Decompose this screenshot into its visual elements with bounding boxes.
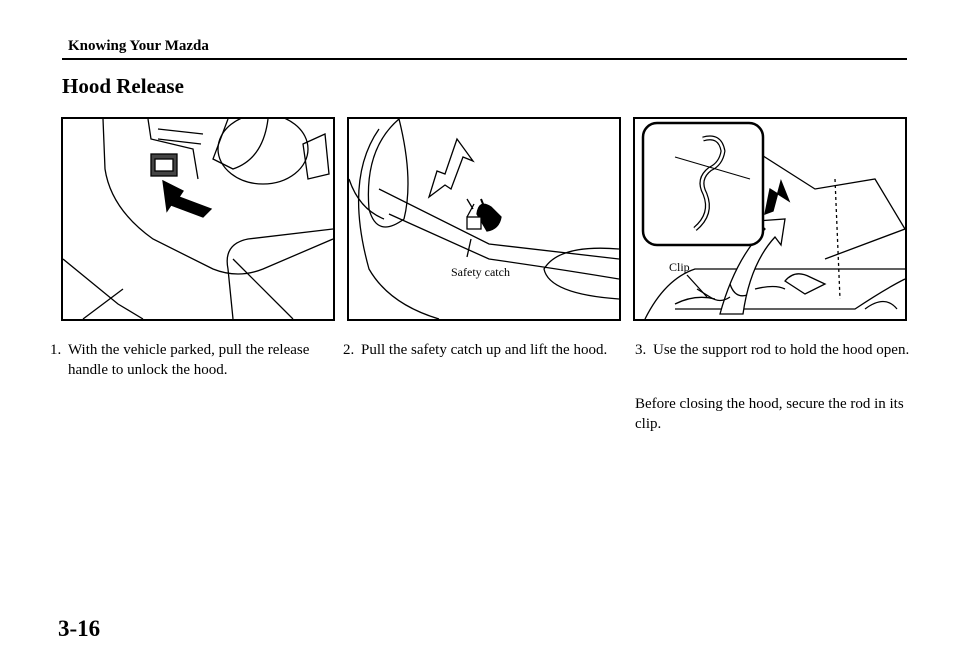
release-handle-illustration — [61, 117, 335, 321]
page-title: Hood Release — [62, 74, 184, 98]
section-header: Knowing Your Mazda — [68, 38, 209, 54]
step-1-number: 1. — [50, 342, 62, 358]
step-1-text: With the vehicle parked, pull the releas… — [68, 342, 310, 378]
step-3-text: Use the support rod to hold the hood ope… — [653, 342, 910, 358]
step-2: 2. Pull the safety catch up and lift the… — [343, 340, 623, 360]
step-2-text: Pull the safety catch up and lift the ho… — [361, 342, 608, 358]
step-2-number: 2. — [343, 342, 355, 358]
step-3: 3. Use the support rod to hold the hood … — [635, 340, 915, 360]
page-number: 3-16 — [58, 616, 101, 641]
closing-note: Before closing the hood, secure the rod … — [635, 396, 904, 432]
support-rod-illustration: Clip — [633, 117, 907, 321]
step-1: 1. With the vehicle parked, pull the rel… — [50, 340, 330, 380]
clip-label: Clip — [669, 260, 690, 274]
step-3-number: 3. — [635, 342, 647, 358]
header-rule — [62, 58, 907, 60]
safety-catch-label: Safety catch — [451, 265, 510, 279]
safety-catch-illustration: Safety catch — [347, 117, 621, 321]
